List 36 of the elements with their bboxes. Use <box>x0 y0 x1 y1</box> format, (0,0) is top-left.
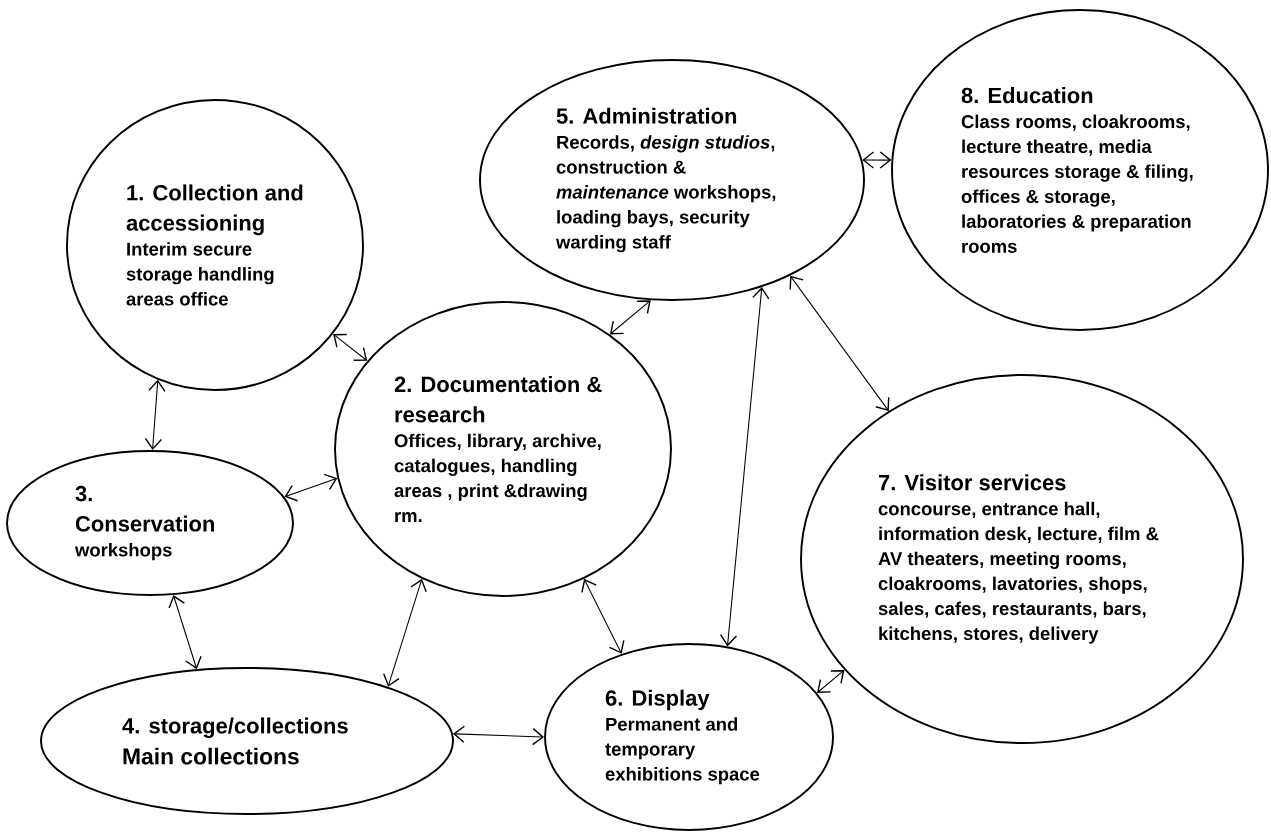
area-description: Class rooms, cloakrooms, lecture theatre, media resources storage & filing, offices & storage, laboratories & preparation rooms <box>961 114 1193 253</box>
area-description: Main collections <box>123 747 299 765</box>
area-heading: 5. Administration <box>556 107 737 124</box>
double-arrow <box>144 379 166 451</box>
area-description: concourse, entrance hall, information desk, lecture, film & AV theaters, meeting rooms, cloakrooms, lavatories, shops, sales, cafes, restaurants, bars, kitchens, stores, delivery <box>878 501 1159 644</box>
area-heading: 2. Documentation & research <box>394 376 602 423</box>
area-heading: 3. Conservation <box>75 485 214 532</box>
double-arrow <box>609 300 651 335</box>
double-arrow <box>862 151 892 169</box>
area-heading: 7. Visitor services <box>878 474 1066 491</box>
double-arrow <box>333 333 368 361</box>
double-arrow <box>452 725 545 746</box>
area-ellipse <box>6 450 294 596</box>
area-heading: 6. Display <box>605 689 710 711</box>
area-ellipse <box>334 301 672 597</box>
area-description: Offices, library, archive, catalogues, handling areas , print &drawing rm. <box>394 433 601 522</box>
area-heading: 1. Collection and accessioning <box>126 184 303 236</box>
double-arrow <box>383 578 427 687</box>
double-arrow <box>817 669 845 693</box>
double-arrow <box>168 595 202 670</box>
area-heading: 4. storage/collections <box>122 717 348 739</box>
area-description: Interim secure storage handling areas office <box>126 242 274 306</box>
area-description: Permanent and temporary exhibitions space <box>605 717 760 785</box>
area-description: workshops <box>74 543 172 561</box>
area-ellipse <box>891 9 1269 331</box>
area-heading: 8. Education <box>961 87 1093 104</box>
area-ellipse <box>40 667 454 815</box>
area-description: Records, design studios, construction & maintenance workshops, loading bays, security warding staff <box>555 135 776 253</box>
double-arrow <box>789 275 890 412</box>
area-ellipse <box>479 59 865 301</box>
area-ellipse <box>800 374 1244 744</box>
double-arrow <box>581 578 625 654</box>
double-arrow <box>719 287 770 647</box>
area-ellipse <box>66 99 364 391</box>
area-ellipse <box>544 643 834 831</box>
double-arrow <box>284 473 338 502</box>
